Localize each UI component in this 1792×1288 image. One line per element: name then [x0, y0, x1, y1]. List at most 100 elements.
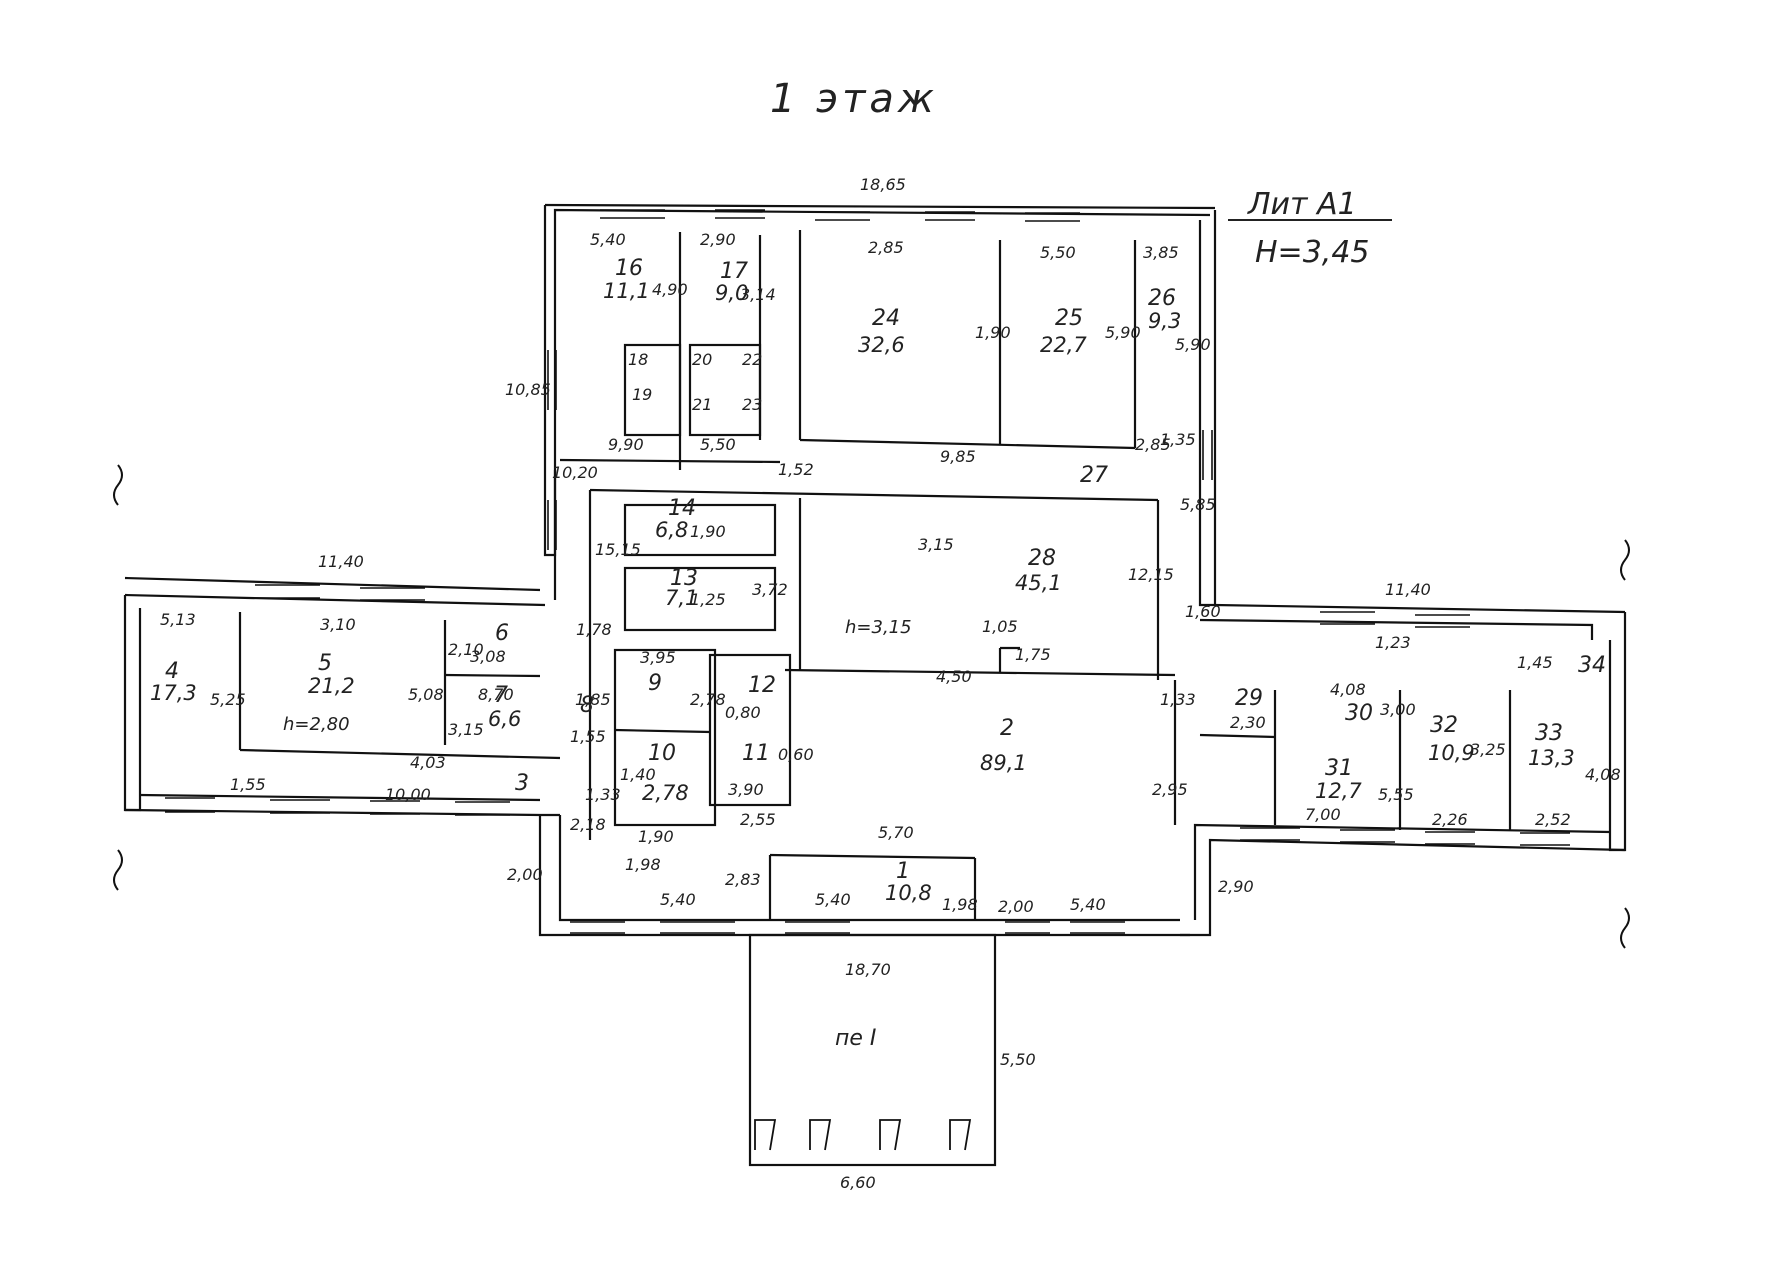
- windows: [165, 209, 1570, 934]
- room-26-area: 9,3: [1148, 309, 1181, 333]
- room-33-number: 33: [1535, 721, 1563, 746]
- dimension-label: 2,78: [690, 690, 726, 709]
- dimension-label: 11,40: [1385, 580, 1431, 599]
- room-26-number: 26: [1148, 286, 1176, 311]
- annex-doors: [754, 1119, 972, 1151]
- dimension-label: 1,90: [690, 522, 726, 541]
- north-top-wall: [544, 203, 1216, 210]
- room-1-number: 1: [896, 859, 910, 884]
- annex-outline: [748, 933, 997, 1167]
- dimension-label: 5,70: [878, 823, 914, 842]
- dimension-label: 3,00: [1380, 700, 1416, 719]
- north-wall-outline: [543, 205, 1211, 557]
- east-wing-bottom-wall: [1180, 838, 1626, 937]
- dimension-label: 2,95: [1152, 780, 1188, 799]
- lit-height: Н=3,45: [1255, 235, 1370, 270]
- room-6-area: 3,08: [470, 647, 506, 666]
- dimension-label: 2,52: [1535, 810, 1571, 829]
- room-1-area: 10,8: [885, 881, 932, 905]
- dimension-label: 1,25: [690, 590, 726, 609]
- dimension-label: 0,80: [725, 703, 761, 722]
- floor-title: 1 этаж: [770, 76, 938, 122]
- room-27-number: 27: [1080, 463, 1108, 488]
- room-12-number: 12: [748, 673, 776, 698]
- room-33-area: 13,3: [1528, 746, 1575, 770]
- dimension-label: 18,65: [860, 175, 906, 194]
- room-14-number: 14: [668, 496, 696, 521]
- dimension-label: 11,40: [318, 552, 364, 571]
- dimension-label: 3,25: [1470, 740, 1506, 759]
- dimension-label: 15,15: [595, 540, 641, 559]
- north-east-wall: [1198, 210, 1217, 607]
- annex-label: пе I: [835, 1026, 876, 1051]
- room-6-number: 6: [495, 621, 509, 646]
- room-34-number: 34: [1578, 653, 1606, 678]
- dimension-label: 7,00: [1305, 805, 1341, 824]
- dimension-label: 4,90: [652, 280, 688, 299]
- dimension-label: 5,50: [1000, 1050, 1036, 1069]
- dimension-label: 3,95: [640, 648, 676, 667]
- dimension-label: 10,00: [385, 785, 431, 804]
- dimension-label: 1,40: [620, 765, 656, 784]
- dimension-label: 2,85: [1135, 435, 1171, 454]
- dimension-label: 1,78: [576, 620, 612, 639]
- room-32-area: 10,9: [1428, 741, 1475, 765]
- room-17-area: 9,0: [715, 281, 748, 305]
- room-29-number: 29: [1235, 686, 1263, 711]
- room-19-number: 19: [632, 385, 652, 404]
- room-25-area: 22,7: [1040, 333, 1087, 357]
- room-5-number: 5: [318, 651, 332, 676]
- dimension-label: 1,90: [638, 827, 674, 846]
- room-7-number: 7: [494, 683, 508, 708]
- dimension-label: 2,18: [570, 815, 606, 834]
- room-4-area: 17,3: [150, 681, 197, 705]
- dimension-label: 6,60: [840, 1173, 876, 1192]
- dimension-label: 3,90: [728, 780, 764, 799]
- dimension-label: 5,40: [590, 230, 626, 249]
- dimension-label: 3,10: [320, 615, 356, 634]
- dimension-label: 0,60: [778, 745, 814, 764]
- room-4-number: 4: [165, 659, 179, 684]
- lit-label: Лит А1: [1247, 187, 1357, 222]
- room-5-area: 21,2: [308, 674, 355, 698]
- dimension-label: 9,85: [940, 447, 976, 466]
- room-11-number: 11: [742, 741, 770, 766]
- dimension-label: 5,08: [408, 685, 444, 704]
- dimension-label: 5,40: [1070, 895, 1106, 914]
- room-28-height: h=3,15: [845, 617, 912, 638]
- dimension-label: 3,15: [918, 535, 954, 554]
- room-13-number: 13: [670, 566, 698, 591]
- dimension-label: 10,85: [505, 380, 551, 399]
- dimension-label: 2,90: [700, 230, 736, 249]
- dimension-label: 1,90: [975, 323, 1011, 342]
- dimension-label: 1,55: [570, 727, 606, 746]
- dimension-label: 4,08: [1330, 680, 1366, 699]
- dimension-label: 4,03: [410, 753, 446, 772]
- dimension-label: 1,85: [575, 690, 611, 709]
- room-8-number: 8: [580, 693, 594, 718]
- room-24-area: 32,6: [858, 333, 905, 357]
- room-16-area: 11,1: [603, 279, 650, 303]
- room-30-number: 30: [1345, 701, 1373, 726]
- dimension-label: 1,60: [1185, 602, 1221, 621]
- room-28-area: 45,1: [1015, 571, 1062, 595]
- room-5-height: h=2,80: [283, 714, 350, 735]
- room-10-number: 10: [648, 741, 676, 766]
- dimension-label: 3,15: [448, 720, 484, 739]
- west-wing-left-wall: [123, 595, 142, 812]
- room-29-area: 2,30: [1230, 713, 1266, 732]
- room-16-number: 16: [615, 256, 643, 281]
- dimension-label: 2,26: [1432, 810, 1468, 829]
- room-28-number: 28: [1028, 546, 1056, 571]
- room-32-number: 32: [1430, 713, 1458, 738]
- east-wing-right-wall: [1608, 612, 1627, 852]
- dimension-label: 1,23: [1375, 633, 1411, 652]
- dimension-label: 1,05: [982, 617, 1018, 636]
- dimension-label: 5,85: [1180, 495, 1216, 514]
- dimension-label: 3,14: [740, 285, 776, 304]
- dimension-label: 9,90: [608, 435, 644, 454]
- dimension-label: 2,55: [740, 810, 776, 829]
- dimension-label: 3,85: [1143, 243, 1179, 262]
- dimension-label: 5,50: [1040, 243, 1076, 262]
